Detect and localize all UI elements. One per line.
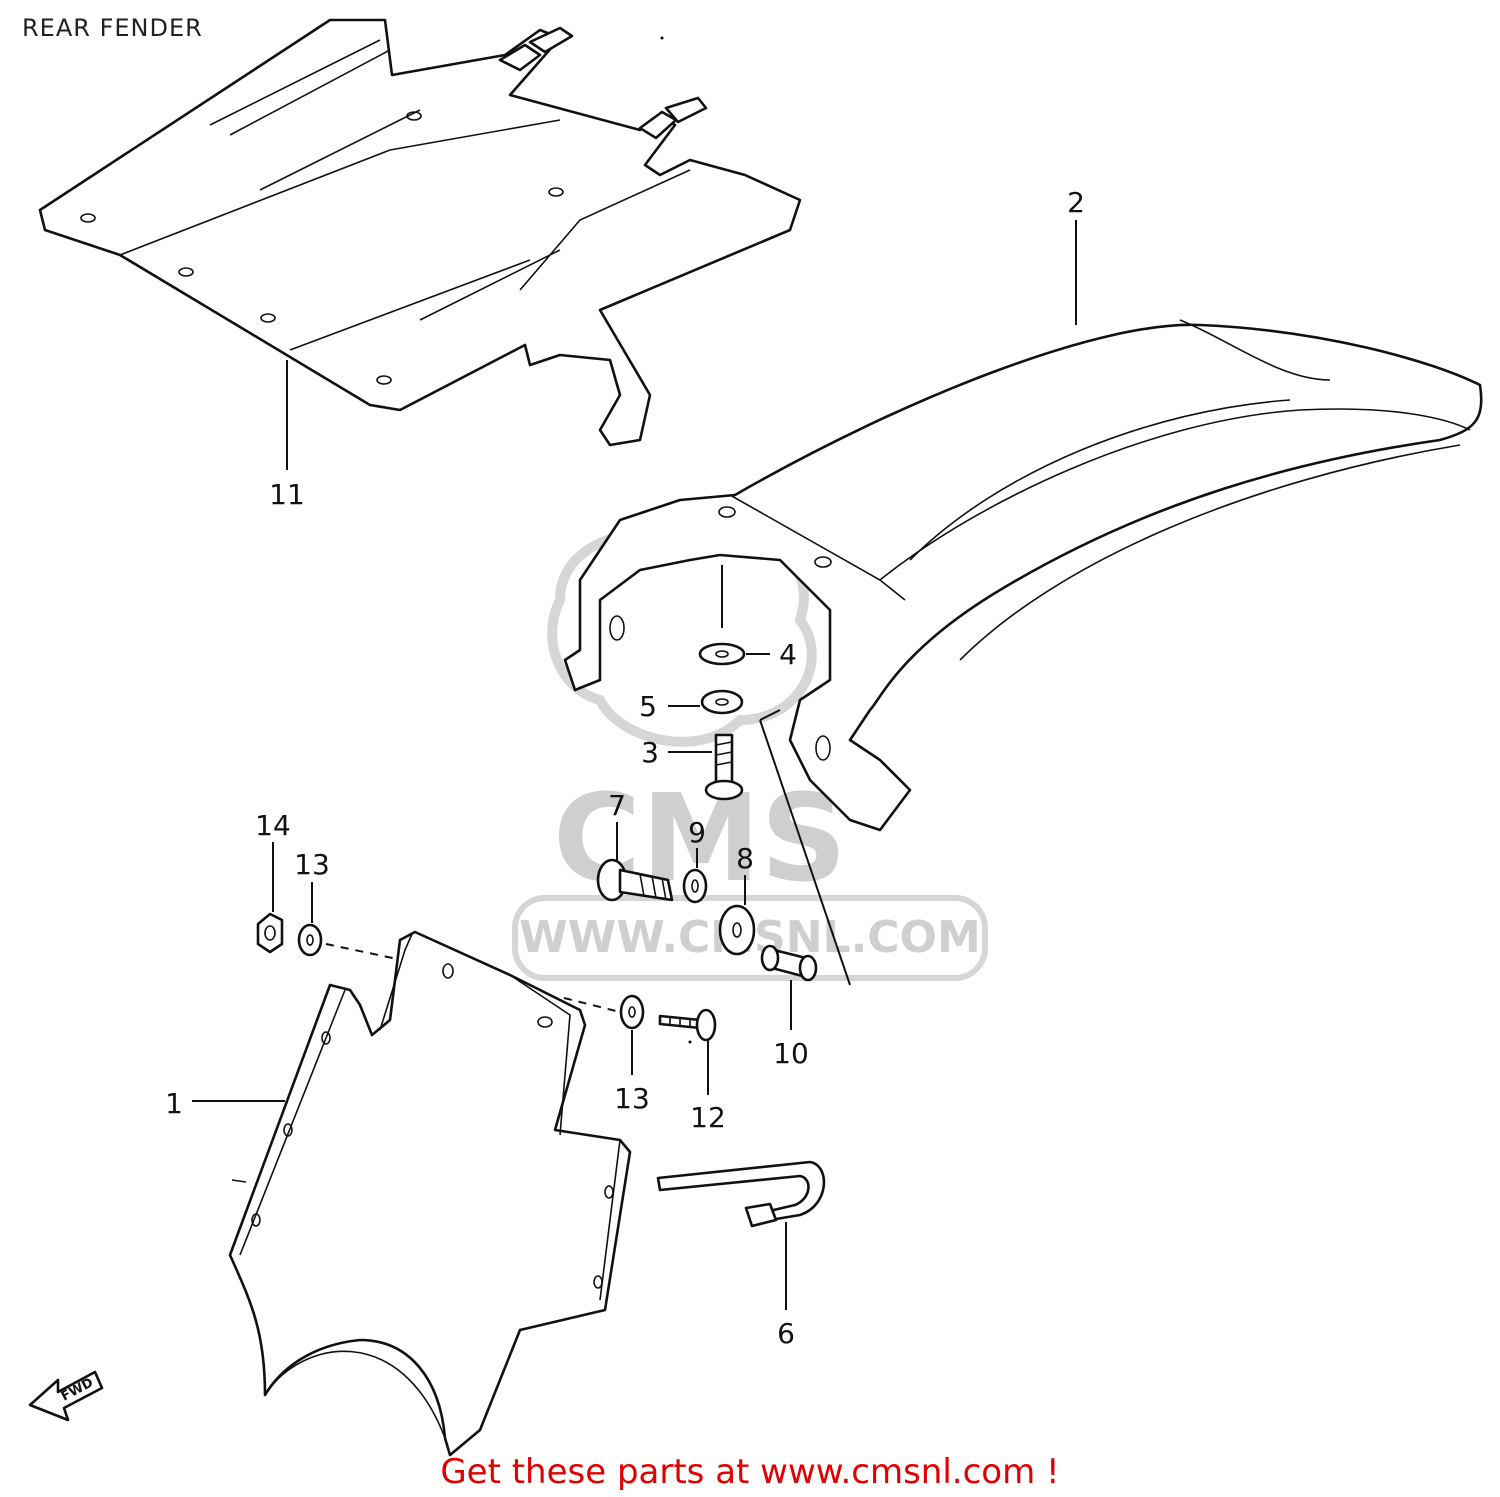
part-12-screw — [658, 1008, 717, 1042]
callout-7: 7 — [608, 789, 626, 822]
diagram-title: REAR FENDER — [22, 14, 203, 42]
part-7-bolt — [596, 858, 674, 902]
fender-mount-hole-icon — [609, 506, 832, 761]
callout-14: 14 — [255, 809, 291, 842]
part-14-nut — [256, 912, 284, 954]
part-3-bolt — [704, 733, 744, 801]
callout-13-upper: 13 — [294, 848, 330, 881]
callout-12: 12 — [690, 1101, 726, 1134]
part-13-washer-lower — [619, 994, 645, 1030]
callout-13-lower: 13 — [614, 1082, 650, 1115]
callout-4: 4 — [779, 638, 797, 671]
part-1-plate-bracket — [228, 930, 632, 1457]
part-9-washer — [682, 868, 708, 904]
callout-11: 11 — [269, 478, 305, 511]
parts-link-footer[interactable]: Get these parts at www.cmsnl.com ! — [440, 1452, 1060, 1492]
callout-9: 9 — [688, 816, 706, 849]
callout-5: 5 — [639, 690, 657, 723]
part-10-collar — [760, 944, 818, 982]
part-4-washer — [698, 642, 746, 666]
part-8-washer — [718, 904, 756, 956]
part-5-lock-washer — [700, 689, 744, 715]
bracket-mount-hole-icon — [251, 963, 614, 1289]
part-6-cable-tie — [656, 1160, 826, 1228]
callout-2: 2 — [1067, 186, 1085, 219]
callout-1: 1 — [165, 1087, 183, 1120]
callout-10: 10 — [773, 1037, 809, 1070]
part-11-tray — [38, 18, 802, 447]
connector-icon — [498, 26, 708, 140]
fwd-arrow-icon: FWD — [28, 1370, 104, 1422]
callout-6: 6 — [777, 1317, 795, 1350]
tray-mount-hole-icon — [80, 111, 564, 385]
part-2-rear-fender — [563, 319, 1483, 832]
callout-8: 8 — [736, 842, 754, 875]
part-13-washer-upper — [297, 923, 323, 957]
callout-3: 3 — [641, 736, 659, 769]
